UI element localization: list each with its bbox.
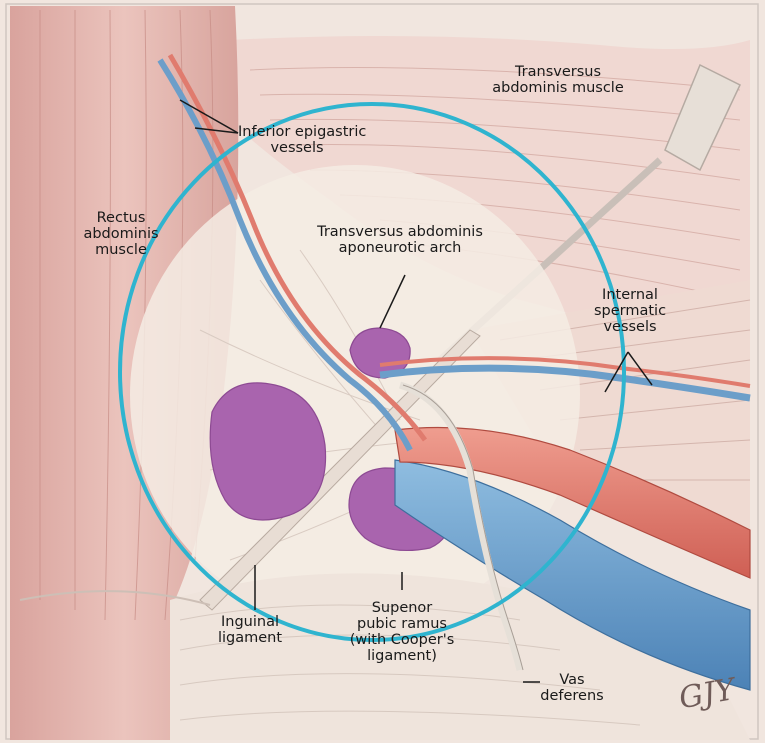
leader-lines bbox=[179, 99, 653, 683]
epigastric-vein bbox=[157, 58, 413, 452]
epigastric-artery bbox=[167, 53, 428, 442]
label-superior-pubic-ramus: Supenor pubic ramus (with Cooper's ligam… bbox=[349, 600, 455, 664]
indirect-hernia-site bbox=[349, 327, 411, 379]
hernia-region-circle bbox=[118, 102, 626, 642]
label-aponeurotic-arch: Transversus abdominis aponeurotic arch bbox=[317, 224, 483, 256]
spermatic-artery bbox=[379, 356, 751, 388]
label-inferior-epigastric: Inferior epigastric vessels bbox=[238, 124, 367, 156]
label-inguinal-ligament: Inguinal ligament bbox=[217, 614, 283, 646]
vas-deferens bbox=[398, 381, 524, 671]
inguinal-ligament bbox=[199, 329, 481, 611]
rectus-muscle bbox=[10, 6, 239, 740]
direct-hernia-site bbox=[209, 382, 327, 521]
retractor bbox=[664, 63, 741, 172]
label-internal-spermatic: Internal spermatic vessels bbox=[593, 287, 667, 335]
label-transversus-muscle: Transversus abdominis muscle bbox=[492, 64, 624, 96]
spermatic-vein bbox=[379, 364, 751, 402]
external-iliac-artery bbox=[394, 426, 751, 579]
label-vas-deferens: Vas deferens bbox=[540, 672, 604, 704]
label-rectus-muscle: Rectus abdominis muscle bbox=[83, 210, 159, 258]
